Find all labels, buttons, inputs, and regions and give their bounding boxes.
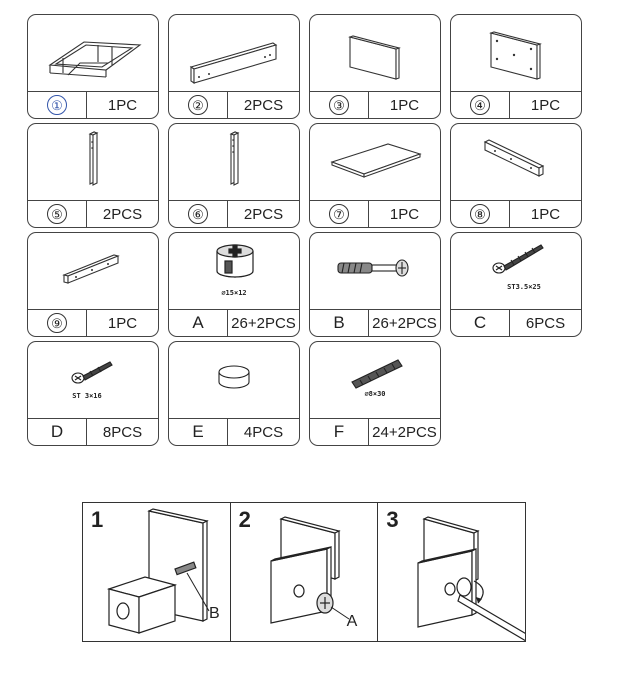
part-card-9: ⑨ 1PC — [27, 232, 159, 337]
part-card-6: ⑥ 2PCS — [168, 123, 300, 228]
part-footer: ⑧ 1PC — [451, 200, 581, 227]
part-card-A: ⌀15×12 A 26+2PCS — [168, 232, 300, 337]
part-card-5: ⑤ 2PCS — [27, 123, 159, 228]
cam-bolt-icon — [337, 259, 409, 277]
short-screw-icon — [71, 361, 113, 384]
part-card-8: ⑧ 1PC — [450, 123, 582, 228]
part-id: C — [451, 310, 510, 336]
step-1: 1 B — [83, 503, 231, 641]
part-id: ⑦ — [310, 201, 369, 227]
assembly-steps: 1 B 2 — [82, 502, 526, 642]
part-footer: ③ 1PC — [310, 91, 440, 118]
side-panel-holes-drawing — [489, 31, 542, 80]
part-footer: D 8PCS — [28, 418, 158, 445]
part-id: E — [169, 419, 228, 445]
part-qty: 1PC — [530, 96, 561, 114]
part-id: F — [310, 419, 369, 445]
part-id: A — [169, 310, 228, 336]
part-card-2: ② 2PCS — [168, 14, 300, 119]
step-2: 2 A — [231, 503, 379, 641]
part-footer: E 4PCS — [169, 418, 299, 445]
furniture-pad-icon — [218, 365, 250, 389]
part-card-E: E 4PCS — [168, 341, 300, 446]
post-drawing — [88, 131, 99, 186]
part-footer: ⑥ 2PCS — [169, 200, 299, 227]
insert-cam-lock-diagram — [270, 516, 349, 624]
part-qty: 2PCS — [102, 205, 143, 223]
part-card-7: ⑦ 1PC — [309, 123, 441, 228]
step-number: 2 — [238, 507, 251, 532]
part-qty: 1PC — [389, 205, 420, 223]
part-footer: ⑦ 1PC — [310, 200, 440, 227]
part-footer: ② 2PCS — [169, 91, 299, 118]
part-id: ② — [169, 92, 228, 118]
part-id: ③ — [310, 92, 369, 118]
long-screw-icon — [492, 244, 544, 274]
flat-board-drawing — [330, 143, 422, 178]
step-number: 3 — [386, 507, 399, 532]
part-qty: 6PCS — [525, 314, 566, 332]
part-qty: 26+2PCS — [231, 314, 296, 332]
post-drawing — [229, 131, 240, 186]
tighten-screwdriver-diagram — [417, 516, 526, 641]
part-footer: F 24+2PCS — [310, 418, 440, 445]
part-spec: ST 3×16 — [72, 392, 102, 400]
part-id: ⑨ — [28, 310, 87, 336]
part-card-C: ST3.5×25 C 6PCS — [450, 232, 582, 337]
part-qty: 4PCS — [243, 423, 284, 441]
part-id: ⑤ — [28, 201, 87, 227]
part-spec: ⌀15×12 — [221, 289, 247, 297]
long-panel-drawing — [189, 42, 278, 85]
step-3: 3 — [378, 503, 526, 641]
part-id: ④ — [451, 92, 510, 118]
part-id: ⑥ — [169, 201, 228, 227]
callout-a: A — [346, 613, 358, 630]
short-rail-drawing — [62, 254, 120, 284]
part-spec: ⌀8×30 — [364, 390, 386, 398]
part-card-D: ST 3×16 D 8PCS — [27, 341, 159, 446]
part-id: ⑧ — [451, 201, 510, 227]
part-card-1: ① 1PC — [27, 14, 159, 119]
part-id: ① — [28, 92, 87, 118]
part-footer: B 26+2PCS — [310, 309, 440, 336]
part-card-4: ④ 1PC — [450, 14, 582, 119]
part-footer: ④ 1PC — [451, 91, 581, 118]
part-spec: ST3.5×25 — [507, 283, 541, 291]
part-footer: ⑤ 2PCS — [28, 200, 158, 227]
wood-dowel-icon — [351, 359, 403, 389]
part-qty: 1PC — [389, 96, 420, 114]
part-footer: C 6PCS — [451, 309, 581, 336]
shelf-frame-drawing — [48, 41, 142, 78]
insert-bolt-diagram — [106, 508, 210, 634]
part-card-3: ③ 1PC — [309, 14, 441, 119]
cam-lock-icon — [216, 244, 254, 278]
part-footer: A 26+2PCS — [169, 309, 299, 336]
part-qty: 24+2PCS — [372, 423, 437, 441]
callout-b: B — [209, 605, 220, 622]
part-qty: 1PC — [107, 314, 138, 332]
part-qty: 1PC — [530, 205, 561, 223]
part-footer: ① 1PC — [28, 91, 158, 118]
part-card-B: B 26+2PCS — [309, 232, 441, 337]
part-id: D — [28, 419, 87, 445]
part-footer: ⑨ 1PC — [28, 309, 158, 336]
rail-drawing — [483, 139, 545, 177]
part-qty: 1PC — [107, 96, 138, 114]
side-panel-drawing — [348, 35, 401, 80]
part-qty: 8PCS — [102, 423, 143, 441]
part-id: B — [310, 310, 369, 336]
part-qty: 2PCS — [243, 96, 284, 114]
part-qty: 26+2PCS — [372, 314, 437, 332]
step-number: 1 — [91, 507, 104, 532]
part-qty: 2PCS — [243, 205, 284, 223]
part-card-F: ⌀8×30 F 24+2PCS — [309, 341, 441, 446]
